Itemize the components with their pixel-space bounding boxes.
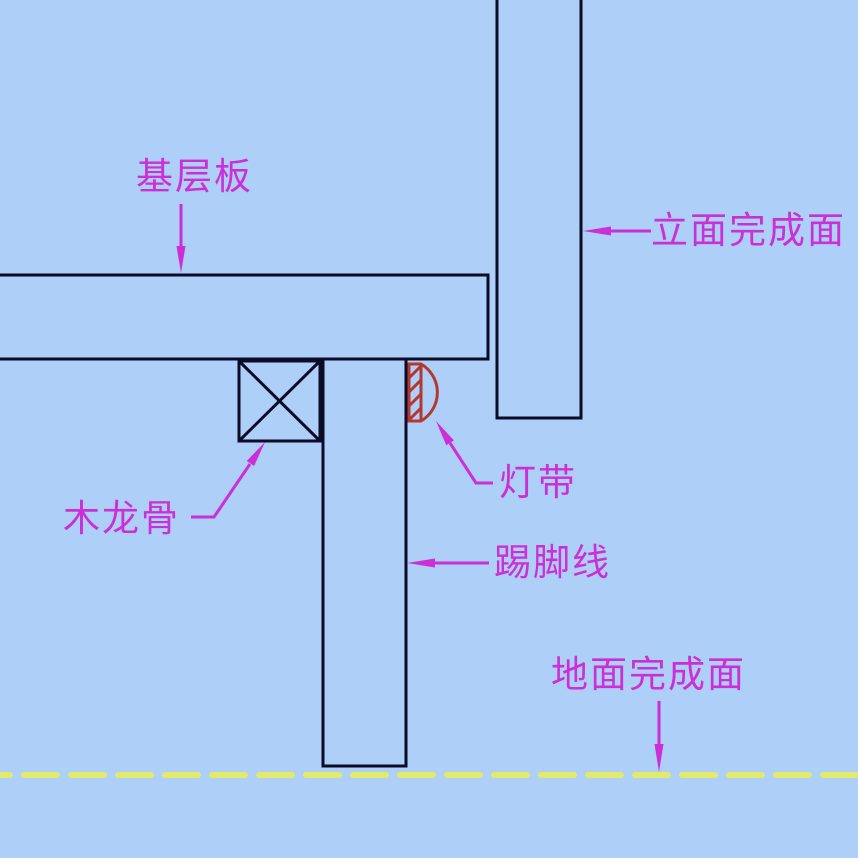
wood-keel-square [237,359,322,443]
label-base-board: 基层板 [136,156,253,197]
label-light-strip: 灯带 [499,462,577,503]
label-elevation-finish: 立面完成面 [651,210,846,251]
light-strip-hatching [407,364,423,422]
label-wood-keel: 木龙骨 [63,498,180,539]
wall-panel-outline [495,0,583,420]
leader-arrow-floor-finish [654,701,664,772]
wood-keel-box [237,359,322,443]
base-board-outline [0,273,490,361]
light-strip-shape [407,362,439,423]
leader-arrow-light-strip [436,421,493,485]
leader-arrow-skirting [407,558,489,568]
leader-arrow-wood-keel [191,442,265,519]
leader-arrow-base-board [176,204,186,273]
leader-arrow-elevation-finish [583,226,651,236]
wood-keel-cross [237,359,322,443]
label-floor-finish: 地面完成面 [551,654,746,695]
skirting-outline [321,359,408,768]
label-skirting: 踢脚线 [494,542,611,583]
